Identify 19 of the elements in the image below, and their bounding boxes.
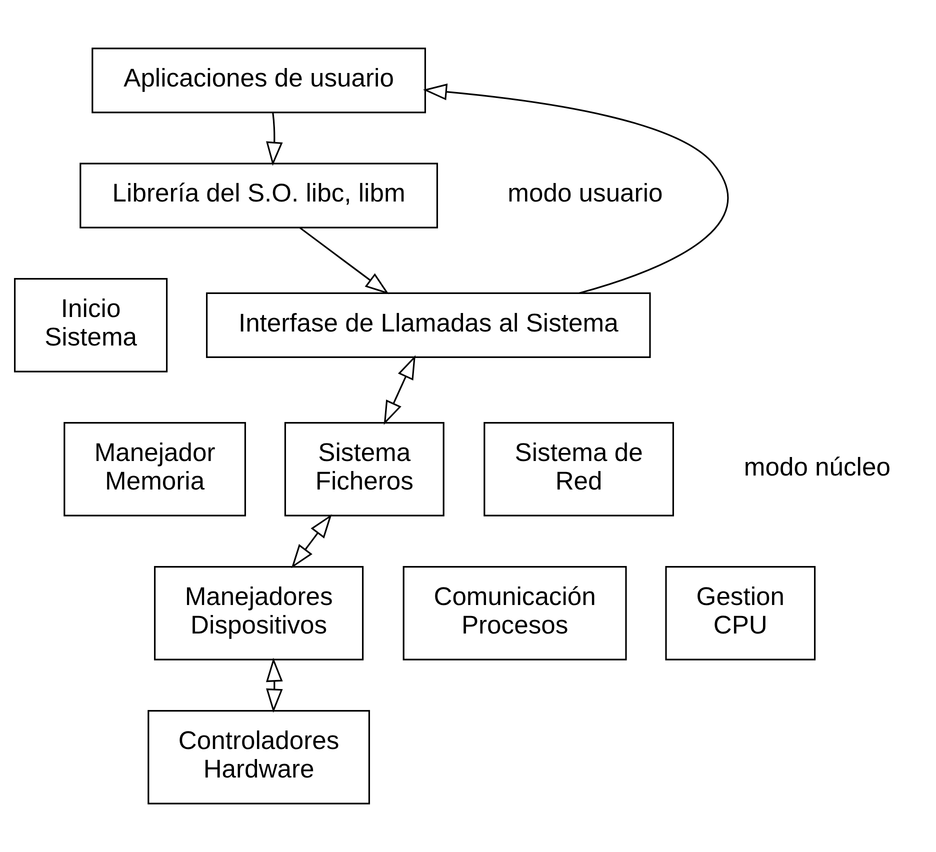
- node-box: Sistema Ficheros: [284, 422, 444, 516]
- label: modo usuario: [508, 180, 663, 208]
- node-box: Manejador Memoria: [64, 422, 246, 516]
- node-box: Manejadores Dispositivos: [154, 566, 364, 660]
- node-box: Controladores Hardware: [148, 710, 370, 804]
- node-box: Librería del S.O. libc, libm: [80, 162, 438, 228]
- arrow: [299, 227, 390, 294]
- node-box: Interfase de Llamadas al Sistema: [206, 292, 651, 358]
- arrow: [422, 84, 728, 294]
- node-box: Inicio Sistema: [14, 278, 168, 372]
- arrow: [384, 355, 416, 425]
- node-box: Aplicaciones de usuario: [92, 48, 426, 114]
- node-box: Gestion CPU: [665, 566, 816, 660]
- arrow: [266, 112, 283, 166]
- node-box: Sistema de Red: [484, 422, 674, 516]
- arrow: [266, 658, 283, 713]
- label: modo núcleo: [744, 453, 890, 482]
- node-box: Comunicación Procesos: [402, 566, 627, 660]
- arrow: [291, 514, 332, 568]
